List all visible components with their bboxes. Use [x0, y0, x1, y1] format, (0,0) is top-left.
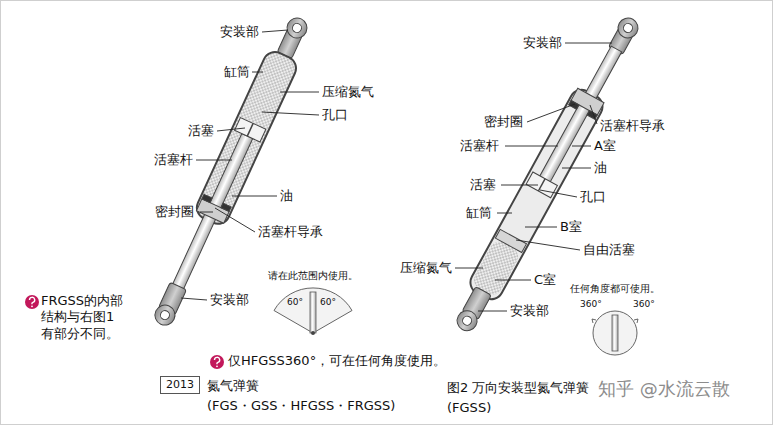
part-label: A室 — [594, 138, 616, 154]
part-label: 压缩氮气 — [400, 260, 452, 276]
part-label: 活塞 — [470, 177, 496, 193]
part-label: 缸筒 — [466, 205, 492, 221]
any-angle-figure — [592, 311, 638, 355]
gas-spring — [145, 12, 316, 331]
note-icon — [210, 355, 224, 369]
year-box: 2013 — [160, 376, 200, 394]
part-label: 密封圈 — [155, 204, 194, 220]
part-label: 缸筒 — [224, 64, 250, 80]
part-label: 活塞杆 — [460, 138, 499, 154]
part-label: 压缩氮气 — [322, 84, 374, 100]
part-label: B室 — [560, 219, 582, 235]
caption-text: 氮气弹簧 — [207, 378, 259, 394]
part-label: 活塞杆导承 — [258, 224, 323, 240]
part-label: 活塞杆 — [154, 152, 193, 168]
angle-value: 360° — [633, 299, 655, 310]
note-icon — [25, 295, 39, 309]
part-label: 孔口 — [580, 189, 606, 205]
part-label: 安装部 — [210, 292, 249, 308]
part-label: 活塞 — [188, 123, 214, 139]
angle-value: 60° — [320, 297, 336, 308]
note-text: FRGSS的内部结构与右图1有部分不同。 — [41, 293, 127, 342]
part-label: 自由活塞 — [583, 242, 635, 258]
part-label: 安装部 — [220, 24, 259, 40]
part-label: 安装部 — [510, 303, 549, 319]
part-label: 密封圈 — [484, 114, 523, 130]
part-label: C室 — [534, 272, 556, 288]
caption-text: (FGSS) — [447, 400, 491, 416]
caption-text: (FGS・GSS・HFGSS・FRGSS) — [207, 398, 395, 414]
note-text: 仅HFGSS360°，可在任何角度使用。 — [228, 353, 446, 369]
part-label: 活塞杆导承 — [600, 118, 665, 134]
part-label: 安装部 — [523, 35, 562, 51]
part-label: 油 — [594, 160, 607, 176]
caption-text: 图2 — [447, 380, 468, 396]
part-label: 孔口 — [322, 107, 348, 123]
angle-value: 360° — [580, 299, 602, 310]
leader-lines — [181, 30, 612, 311]
angle-note: 任何角度都可使用。 — [570, 283, 660, 296]
caption-text: 万向安装型氮气弹簧 — [472, 380, 589, 396]
angle-note: 请在此范围内使用。 — [268, 270, 358, 283]
part-label: 油 — [280, 188, 293, 204]
year-text: 2013 — [166, 378, 194, 391]
watermark: 知乎 @水流云散 — [598, 378, 730, 401]
angle-value: 60° — [287, 297, 303, 308]
angle-range-figure — [274, 288, 352, 335]
